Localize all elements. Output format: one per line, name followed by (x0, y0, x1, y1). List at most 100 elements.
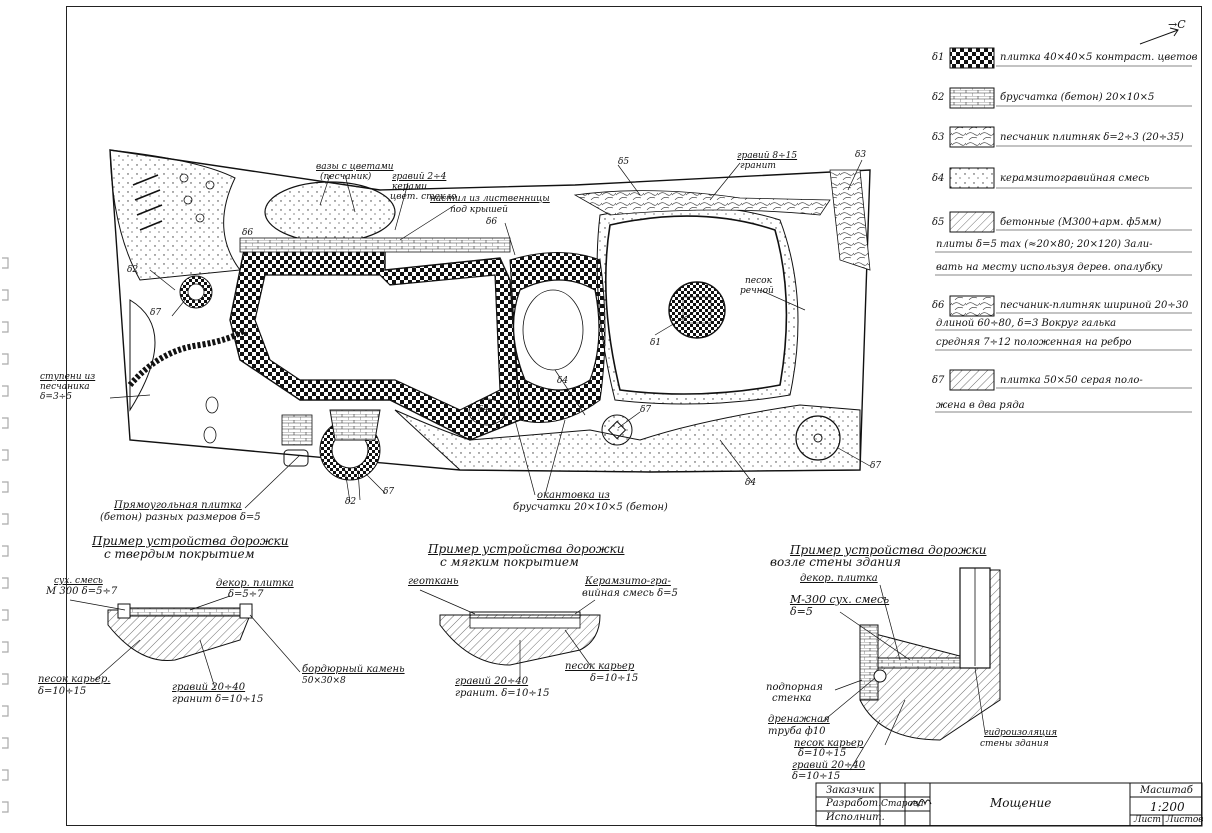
legend-text-6b: длиной 60÷80, δ=3 Вокруг галька (936, 318, 1117, 329)
soft-sand-sub: δ=10÷15 (590, 673, 639, 684)
soft-gravel: гравий 20÷40 (455, 676, 529, 687)
label-d4c: δ4 (745, 478, 757, 488)
label-d7b: δ7 (870, 461, 882, 471)
legend-code-7: δ7 (932, 375, 945, 386)
legend-text-5c: вать на месту используя дерев. опалубку (936, 262, 1163, 273)
legend-text-7a: плитка 50×50 серая поло- (1000, 375, 1143, 386)
hard-curb: бордюрный камень (302, 664, 405, 675)
wall-gravel: гравий 20÷40 (792, 760, 866, 771)
hard-gravel-sub: гранит δ=10÷15 (172, 694, 264, 705)
label-gravel-8-15: гравий 8÷15 (737, 151, 798, 161)
wall-sand-sub: δ=10÷15 (798, 748, 847, 759)
label-deck: настил из лиственницы (430, 194, 550, 204)
label-edging-sub: брусчатки 20×10×5 (бетон) (513, 502, 668, 513)
wall-drain: дренажная (768, 714, 830, 725)
section-hard-path (69, 595, 301, 689)
label-edging: окантовка из (537, 490, 610, 501)
wall-retaining: подпорная (766, 682, 823, 693)
label-n1: δ1 (650, 338, 662, 348)
section-soft-path (419, 589, 601, 680)
wall-mix-sub: δ=5 (790, 605, 813, 618)
section-wall-path (821, 567, 1001, 771)
label-d6b: δ6 (486, 217, 498, 227)
label-rect-tile-sub: (бетон) разных размеров δ=5 (100, 512, 261, 523)
label-d7c: δ7 (383, 487, 395, 497)
binding-rings (2, 257, 9, 813)
label-d7: δ7 (150, 308, 162, 318)
wall-section-subtitle: возле стены здания (770, 555, 901, 569)
tb-scale: 1:200 (1150, 800, 1185, 814)
tb-scale-label: Масштаб (1140, 785, 1193, 796)
soft-clay-mix: Керамзито-гра- (585, 576, 671, 587)
legend-text-7b: жена в два ряда (936, 400, 1025, 411)
legend-code-5: δ5 (932, 217, 945, 228)
wall-waterproof: гидроизоляция (984, 728, 1058, 738)
tb-performed: Исполнит. (826, 812, 885, 823)
label-gravel-2-4: гравий 2÷4 (392, 172, 447, 182)
house-footprint (254, 274, 501, 411)
soft-gravel-sub: гранит. δ=10÷15 (455, 688, 550, 699)
legend-text-3: песчаник плитняк δ=2÷3 (20÷35) (1000, 132, 1184, 143)
label-glass-stone-sub: (песчаник) (320, 172, 372, 182)
drawing-frame (66, 6, 1202, 826)
label-d2: δ2 (127, 265, 139, 275)
legend-text-1: плитка 40×40×5 контраст. цветов (1000, 52, 1198, 63)
label-gravel-2-4-sub2: цвет. стекло (390, 192, 457, 202)
wall-section-title: Пример устройства дорожки (790, 543, 987, 557)
label-gravel-8-15-sub: гранит (740, 161, 776, 171)
hard-dry-mix: сух. смесь (54, 576, 103, 586)
soft-clay-mix-sub: вийная смесь δ=5 (582, 588, 678, 599)
hard-sand: песок карьер. (38, 674, 111, 685)
label-d4a: δ4 (557, 376, 569, 386)
north-arrow-label: →С (1168, 18, 1186, 31)
tb-developed: Разработ. (826, 798, 882, 809)
legend-text-6c: средняя 7÷12 положенная на ребро (936, 337, 1132, 348)
wall-drain-sub: труба ф10 (768, 726, 826, 737)
legend-text-5b: плиты δ=5 max (≈20×80; 20×120) Зали- (936, 239, 1153, 250)
label-sand: песок (745, 276, 772, 286)
soft-section-subtitle: с мягким покрытием (440, 555, 579, 569)
wall-retaining-sub: стенка (772, 693, 812, 704)
soft-sand: песок карьер (565, 661, 635, 672)
legend-code-3: δ3 (932, 132, 945, 143)
wall-gravel-sub: δ=10÷15 (792, 771, 841, 782)
label-steps-sub: песчаника (40, 382, 90, 392)
label-gravel-2-4-sub: керами (392, 182, 428, 192)
legend-code-4: δ4 (932, 173, 945, 184)
soft-geotextile: геоткань (408, 576, 459, 587)
label-rect-tile: Прямоугольная плитка (114, 500, 242, 511)
hard-section-title: Пример устройства дорожки (92, 534, 289, 548)
label-steps: ступени из (40, 372, 96, 382)
tb-drawing-name: Мощение (990, 796, 1052, 810)
label-d6: δ6 (242, 228, 254, 238)
hard-section-subtitle: с твердым покрытием (104, 547, 255, 561)
tb-customer: Заказчик (826, 785, 875, 796)
tb-sheets: Листов (1166, 815, 1204, 825)
legend-text-5a: бетонные (М300+арм. ф5мм) (1000, 217, 1162, 228)
tb-surname: Старова (881, 799, 924, 809)
hard-dry-mix-sub: М 300 δ=5÷7 (46, 586, 118, 597)
legend-code-1: δ1 (932, 52, 945, 63)
soft-section-title: Пример устройства дорожки (428, 542, 625, 556)
wall-mix: М-300 сух. смесь (790, 593, 890, 606)
wall-sand: песок карьер (794, 738, 864, 749)
legend-text-6a: песчаник-плитняк шириной 20÷30 (1000, 300, 1189, 311)
label-d4b: δ4 (478, 405, 490, 415)
hard-curb-sub: 50×30×8 (302, 676, 346, 686)
label-steps-sub2: δ=3÷5 (40, 392, 72, 402)
wall-decor: декор. плитка (800, 573, 878, 584)
label-sand-sub: речной (740, 286, 774, 296)
hard-decor-sub: δ=5÷7 (228, 589, 264, 600)
label-glass-stone: вазы с цветами (316, 162, 394, 172)
legend-text-2: брусчатка (бетон) 20×10×5 (1000, 92, 1155, 103)
hard-decor: декор. плитка (216, 578, 294, 589)
label-d7a: δ7 (640, 405, 652, 415)
legend-code-6: δ6 (932, 300, 945, 311)
hard-sand-sub: δ=10÷15 (38, 686, 87, 697)
tb-sheet: Лист (1134, 815, 1161, 825)
label-d3: δ3 (855, 150, 867, 160)
label-d2b: δ2 (345, 497, 357, 507)
label-deck-sub: под крышей (450, 205, 508, 215)
